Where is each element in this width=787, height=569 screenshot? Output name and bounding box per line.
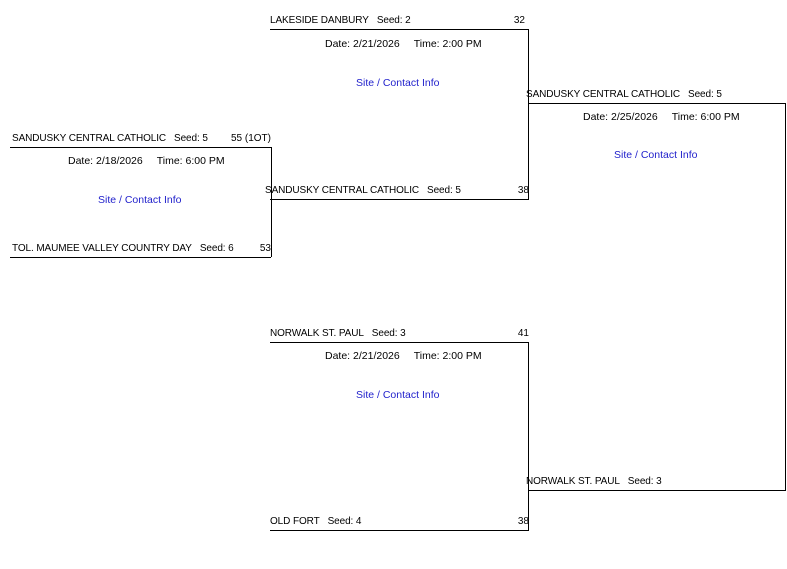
bracket-line-horizontal [270, 29, 529, 30]
bracket-line-vertical [528, 342, 529, 530]
team-name: NORWALK ST. PAUL [270, 328, 364, 339]
game-time: Time: 2:00 PM [413, 350, 482, 362]
team-score: 55 (1OT) [230, 133, 271, 144]
bracket-line-horizontal [528, 103, 786, 104]
bracket-line-vertical [528, 29, 529, 199]
bracket-line-horizontal [10, 147, 271, 148]
team-score: 41 [517, 328, 529, 339]
team-name: TOL. MAUMEE VALLEY COUNTRY DAY [12, 243, 192, 254]
game-datetime: Date: 2/21/2026 Time: 2:00 PM [325, 350, 482, 363]
bracket-line-vertical [271, 147, 272, 257]
game-date: Date: 2/21/2026 [325, 350, 400, 362]
site-contact-info-link[interactable]: Site / Contact Info [356, 77, 440, 89]
team-score: 53 [259, 243, 271, 254]
bracket-line-horizontal [10, 257, 271, 258]
game-datetime: Date: 2/21/2026 Time: 2:00 PM [325, 38, 482, 51]
team-name: OLD FORT [270, 516, 320, 527]
site-contact-info-link[interactable]: Site / Contact Info [98, 194, 182, 206]
game-datetime: Date: 2/25/2026 Time: 6:00 PM [583, 111, 740, 124]
team-seed: Seed: 4 [327, 516, 362, 527]
team-seed: Seed: 5 [174, 133, 208, 144]
team-slot-norwalk-st-paul-semifinal: NORWALK ST. PAUL Seed: 3 [270, 328, 406, 340]
team-slot-final-norwalk-st-paul: NORWALK ST. PAUL Seed: 3 [526, 476, 662, 488]
game-date: Date: 2/25/2026 [583, 111, 658, 123]
team-seed: Seed: 3 [371, 328, 406, 339]
team-slot-lakeside-danbury: LAKESIDE DANBURY Seed: 2 [270, 15, 411, 27]
team-slot-sandusky-central-catholic-semifinal: SANDUSKY CENTRAL CATHOLIC Seed: 5 [265, 185, 461, 197]
site-contact-info-link[interactable]: Site / Contact Info [614, 149, 698, 161]
team-score: 38 [517, 185, 529, 196]
bracket-line-horizontal [528, 490, 786, 491]
bracket-line-horizontal [270, 530, 529, 531]
team-score: 32 [513, 15, 525, 26]
team-seed: Seed: 2 [376, 15, 411, 26]
team-seed: Seed: 3 [627, 476, 662, 487]
team-slot-sandusky-central-catholic-quarterfinal: SANDUSKY CENTRAL CATHOLIC Seed: 5 [12, 133, 208, 145]
team-name: SANDUSKY CENTRAL CATHOLIC [265, 185, 420, 196]
game-date: Date: 2/21/2026 [325, 38, 400, 50]
team-name: LAKESIDE DANBURY [270, 15, 369, 26]
team-slot-old-fort: OLD FORT Seed: 4 [270, 516, 361, 528]
game-datetime: Date: 2/18/2026 Time: 6:00 PM [68, 155, 225, 168]
bracket-line-horizontal [270, 342, 529, 343]
team-slot-final-sandusky-central-catholic: SANDUSKY CENTRAL CATHOLIC Seed: 5 [526, 89, 722, 101]
team-name: NORWALK ST. PAUL [526, 476, 620, 487]
team-seed: Seed: 5 [688, 89, 722, 100]
team-seed: Seed: 5 [427, 185, 461, 196]
team-name: SANDUSKY CENTRAL CATHOLIC [12, 133, 167, 144]
team-slot-tol-maumee-valley-country-day: TOL. MAUMEE VALLEY COUNTRY DAY Seed: 6 [12, 243, 234, 255]
bracket-line-vertical [785, 103, 786, 490]
game-time: Time: 6:00 PM [671, 111, 740, 123]
game-time: Time: 2:00 PM [413, 38, 482, 50]
team-score: 38 [517, 516, 529, 527]
game-date: Date: 2/18/2026 [68, 155, 143, 167]
bracket-line-horizontal [270, 199, 529, 200]
game-time: Time: 6:00 PM [156, 155, 225, 167]
team-name: SANDUSKY CENTRAL CATHOLIC [526, 89, 681, 100]
site-contact-info-link[interactable]: Site / Contact Info [356, 389, 440, 401]
team-seed: Seed: 6 [199, 243, 234, 254]
